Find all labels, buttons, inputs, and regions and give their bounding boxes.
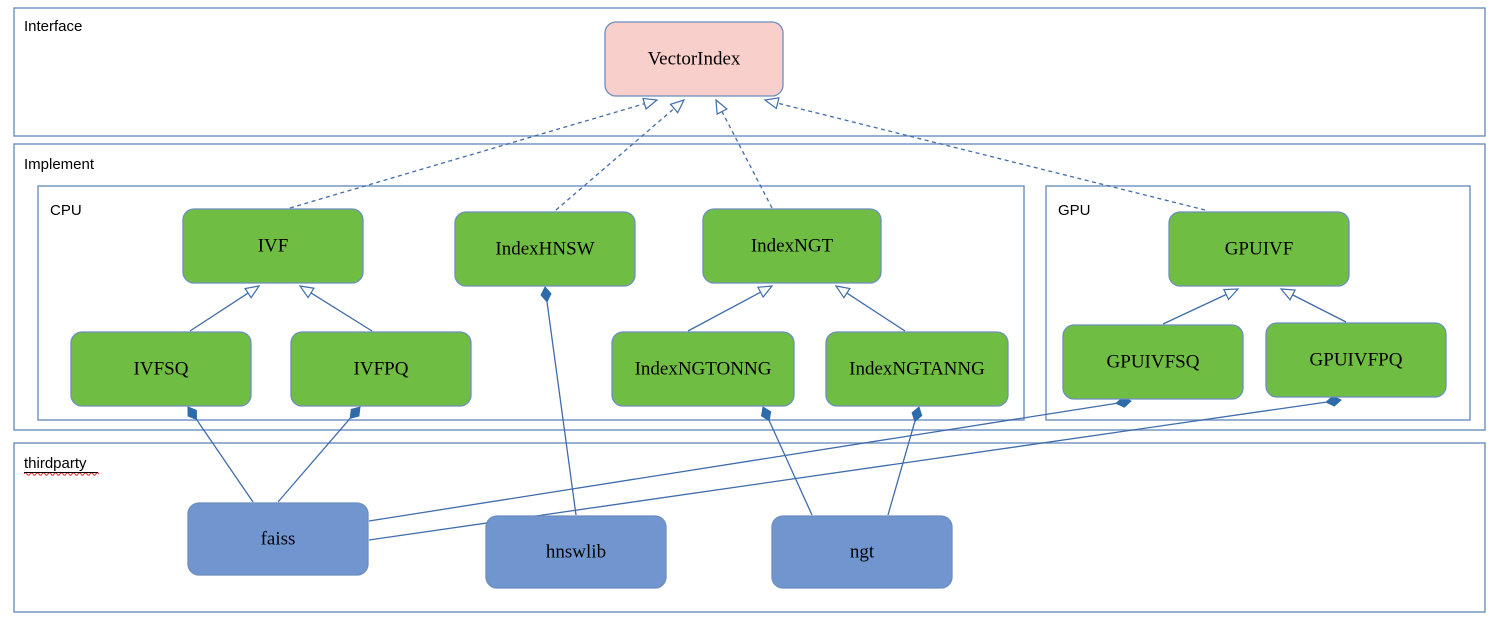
node-label-gpuivf: GPUIVF [1225,238,1294,259]
class-node-gpuivf[interactable]: GPUIVF [1168,211,1350,287]
class-node-indexngt[interactable]: IndexNGT [702,208,882,284]
edge-line [846,292,906,332]
arrowhead-filled-diamond [540,286,552,303]
edge-line [721,111,773,209]
node-label-gpuivfpq: GPUIVFPQ [1310,349,1403,370]
node-label-vectorindex: VectorIndex [648,48,741,69]
arrowhead-filled-diamond [911,406,923,423]
class-node-indexhnsw[interactable]: IndexHNSW [454,211,636,287]
node-label-ivfpq: IVFPQ [354,358,409,379]
arrowhead-filled-diamond [349,406,361,420]
class-node-ngt[interactable]: ngt [771,515,953,589]
arrowhead-hollow-triangle [244,285,261,299]
class-node-faiss[interactable]: faiss [187,502,369,576]
node-label-indexngtonng: IndexNGTONNG [635,358,772,379]
node-box-vectorindex[interactable] [604,21,784,97]
edge-indexngtanng-extends-indexngt [834,285,906,332]
node-label-hnswlib: hnswlib [546,541,606,562]
arrowhead-filled-diamond [760,406,772,422]
class-node-ivfsq[interactable]: IVFSQ [70,331,252,407]
arrowhead-hollow-triangle [715,98,728,116]
arrowhead-hollow-triangle [1279,288,1297,301]
node-box-indexngt[interactable] [702,208,882,284]
node-box-faiss[interactable] [187,502,369,576]
class-node-vectorindex[interactable]: VectorIndex [604,21,784,97]
edge-faiss-composes-ivfpq [277,406,361,503]
node-box-hnswlib[interactable] [485,515,667,589]
node-label-ivf: IVF [258,235,289,256]
arrowhead-hollow-triangle [298,285,315,299]
node-label-ivfsq: IVFSQ [134,358,189,379]
node-box-ivfpq[interactable] [290,331,472,407]
class-node-gpuivfpq[interactable]: GPUIVFPQ [1265,322,1447,398]
edge-ivf-implements-vectorindex [289,97,659,209]
node-label-ngt: ngt [850,541,875,562]
group-label-implement: Implement [24,156,95,173]
edge-line [189,292,249,332]
node-label-faiss: faiss [261,528,296,549]
group-label-cpu: CPU [50,202,82,219]
edge-line [887,421,916,516]
node-box-gpuivfpq[interactable] [1265,322,1447,398]
arrowhead-hollow-triangle [763,97,780,110]
class-node-ivf[interactable]: IVF [182,208,364,284]
edge-line [768,420,813,516]
edge-line [368,402,1117,522]
edge-line [1292,294,1347,323]
edge-line [1162,293,1227,325]
edge-gpuivfsq-extends-gpuivf [1162,288,1240,325]
node-label-indexngt: IndexNGT [751,235,834,256]
arrowhead-hollow-triangle [1222,288,1240,301]
node-box-indexngtonng[interactable] [611,331,795,407]
edge-line [555,107,675,211]
class-node-indexngtonng[interactable]: IndexNGTONNG [611,331,795,407]
edge-line [777,102,1206,211]
edge-gpuivfpq-extends-gpuivf [1279,288,1347,323]
edge-hnswlib-composes-indexhnsw [540,286,577,516]
node-box-indexngtanng[interactable] [825,331,1009,407]
edge-indexngtonng-extends-indexngt [687,285,774,332]
arrowhead-filled-diamond [187,406,197,421]
node-label-indexhnsw: IndexHNSW [495,238,594,259]
group-label-thirdparty: thirdparty [24,455,87,472]
node-box-indexhnsw[interactable] [454,211,636,287]
edge-ngt-composes-indexngtanng [887,406,923,516]
node-box-ngt[interactable] [771,515,953,589]
class-node-hnswlib[interactable]: hnswlib [485,515,667,589]
class-node-ivfpq[interactable]: IVFPQ [290,331,472,407]
edge-line [277,417,351,503]
edge-line [289,103,645,209]
node-box-ivfsq[interactable] [70,331,252,407]
group-label-gpu: GPU [1058,202,1091,219]
node-label-indexngtanng: IndexNGTANNG [849,358,985,379]
edge-ivfpq-extends-ivf [298,285,373,332]
edge-ngt-composes-indexngtonng [760,406,813,516]
node-box-gpuivf[interactable] [1168,211,1350,287]
class-node-gpuivfsq[interactable]: GPUIVFSQ [1062,324,1244,400]
edge-line [195,419,254,503]
edge-line [546,301,577,516]
node-box-ivf[interactable] [182,208,364,284]
arrowhead-hollow-triangle [756,285,774,299]
arrowhead-hollow-triangle [834,285,851,299]
edge-indexhnsw-implements-vectorindex [555,98,686,211]
class-node-indexngtanng[interactable]: IndexNGTANNG [825,331,1009,407]
edge-faiss-composes-ivfsq [187,406,254,503]
edge-gpuivf-implements-vectorindex [763,97,1206,211]
edge-ivfsq-extends-ivf [189,285,261,332]
group-label-interface: Interface [24,18,82,35]
edge-line [310,292,373,332]
node-box-gpuivfsq[interactable] [1062,324,1244,400]
edge-indexngt-implements-vectorindex [715,98,773,209]
arrowhead-hollow-triangle [669,98,686,114]
node-label-gpuivfsq: GPUIVFSQ [1107,351,1200,372]
arrowhead-hollow-triangle [642,97,659,110]
edge-line [687,291,761,332]
